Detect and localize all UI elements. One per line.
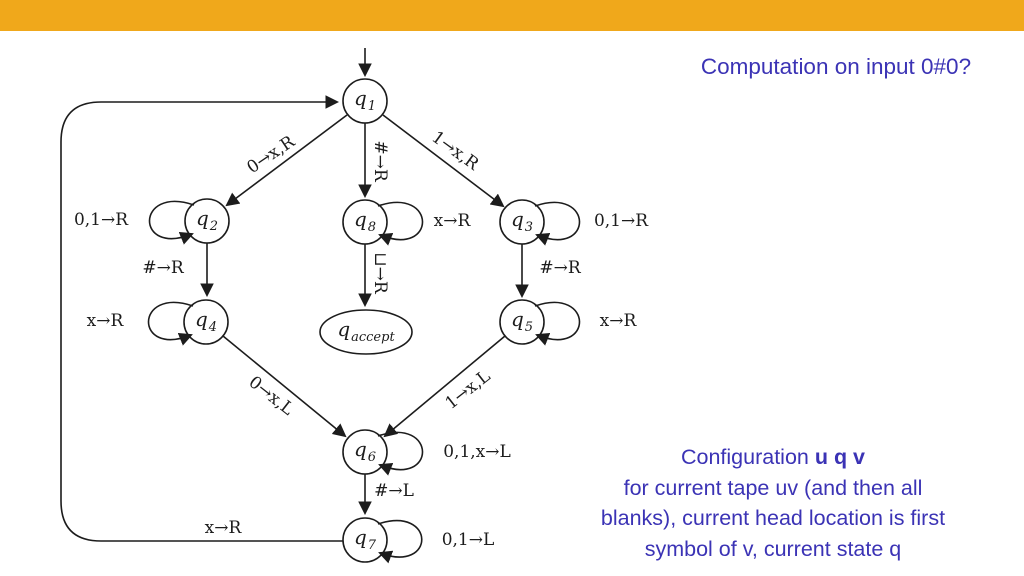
- state-q7: q7: [354, 525, 376, 553]
- state-q4-name: q: [194, 306, 208, 331]
- state-circle-q4: [183, 299, 229, 345]
- slide-heading: Computation on input 0#0?: [700, 54, 972, 79]
- edge-label-q1-q8: #→R: [370, 140, 390, 182]
- edge-label-q8-qaccept: ⊔→R: [370, 252, 390, 294]
- state-qaccept-sub: accept: [351, 329, 395, 345]
- configuration-note: Configuration u q v for current tape uv …: [533, 442, 1013, 564]
- state-q4: q4: [195, 307, 217, 335]
- state-q8: q8: [354, 207, 376, 235]
- state-q2: q2: [196, 206, 218, 234]
- selfloop-q4: [147, 301, 194, 346]
- state-circle-q7: [342, 517, 388, 563]
- state-q5-sub: 5: [524, 319, 534, 335]
- edge-label-q7-q1: x→R: [204, 518, 242, 538]
- configuration-line-3: blanks), current head location is first: [600, 506, 946, 530]
- state-q1: q1: [354, 86, 376, 114]
- edge-label-q8-self: x→R: [433, 211, 471, 231]
- selfloop-q2: [148, 200, 195, 245]
- state-ellipse-qaccept: [319, 309, 413, 355]
- state-q5-name: q: [510, 306, 524, 331]
- edge-label-q3-self: 0,1→R: [593, 211, 649, 231]
- selfloop-q3: [534, 201, 581, 246]
- edge-label-q3-q5: #→R: [539, 258, 581, 278]
- state-q1-name: q: [353, 85, 367, 110]
- edge-q1-q3: [382, 114, 505, 208]
- edge-label-q6-self: 0,1,x→L: [443, 442, 511, 462]
- state-q7-sub: 7: [367, 537, 377, 553]
- edge-q4-q6: [222, 335, 347, 438]
- edge-q5-q6: [383, 335, 506, 438]
- state-q4-sub: 4: [208, 319, 218, 335]
- state-q2-name: q: [195, 205, 209, 230]
- configuration-line-1: Configuration u q v: [533, 442, 1013, 473]
- configuration-line-1-bold: u q v: [814, 445, 866, 469]
- state-q6: q6: [354, 437, 376, 465]
- state-qaccept: qaccept: [337, 317, 394, 345]
- state-q8-sub: 8: [367, 219, 377, 235]
- state-q8-name: q: [353, 206, 367, 231]
- state-qaccept-name: q: [337, 316, 351, 341]
- edge-label-q2-q4: #→R: [142, 258, 184, 278]
- top-accent-bar: [0, 0, 1024, 31]
- edge-label-q5-self: x→R: [599, 311, 637, 331]
- selfloop-q7: [377, 519, 423, 564]
- selfloop-q5: [534, 301, 581, 346]
- edge-q7-q1-loop: [60, 95, 343, 542]
- state-q6-sub: 6: [367, 449, 377, 465]
- edge-label-q2-self: 0,1→R: [73, 210, 129, 230]
- selfloop-q6: [377, 431, 424, 476]
- selfloop-q8: [377, 201, 424, 246]
- configuration-line-1-prefix: Configuration: [680, 445, 809, 469]
- state-q3-sub: 3: [524, 219, 534, 235]
- state-q7-name: q: [353, 524, 367, 549]
- state-q3: q3: [511, 207, 533, 235]
- state-q3-name: q: [510, 206, 524, 231]
- edge-label-q7-self: 0,1→L: [441, 530, 495, 550]
- state-q2-sub: 2: [209, 218, 219, 234]
- edge-label-q4-self: x→R: [86, 311, 124, 331]
- state-circle-q5: [499, 299, 545, 345]
- edge-q1-q2: [225, 114, 348, 207]
- state-q1-sub: 1: [367, 98, 377, 114]
- state-q6-name: q: [353, 436, 367, 461]
- configuration-line-4: symbol of v, current state q: [644, 536, 902, 561]
- state-q5: q5: [511, 307, 533, 335]
- configuration-line-2: for current tape uv (and then all: [623, 475, 923, 500]
- edge-label-q6-q7: #→L: [374, 481, 414, 501]
